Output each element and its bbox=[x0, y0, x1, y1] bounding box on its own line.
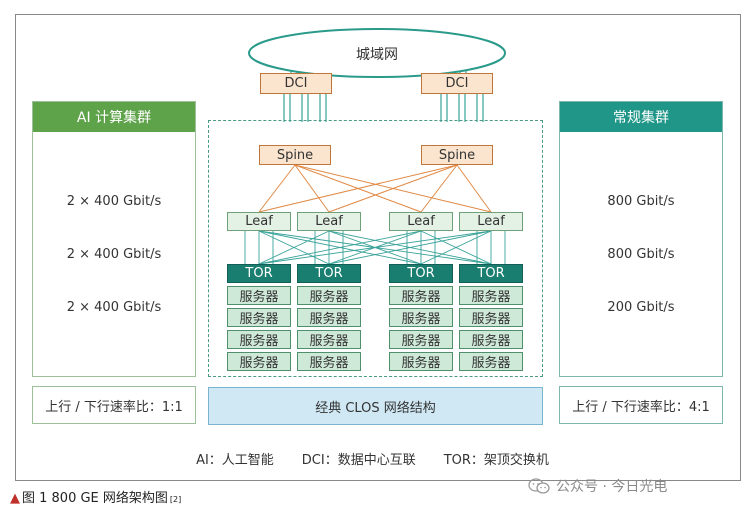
spine-leaf-links bbox=[258, 164, 492, 213]
regular-cluster-ratio: 上行 / 下行速率比：4:1 bbox=[559, 386, 723, 424]
ai-cluster-ratio: 上行 / 下行速率比：1:1 bbox=[32, 386, 196, 424]
regular-cluster-rate-2: 800 Gbit/s bbox=[607, 247, 675, 262]
clos-region bbox=[208, 120, 543, 377]
dci-spine-links bbox=[283, 94, 484, 122]
server-node: 服务器 bbox=[297, 286, 361, 305]
regular-cluster-rate-1: 800 Gbit/s bbox=[607, 194, 675, 209]
spine-node-1: Spine bbox=[259, 145, 331, 165]
watermark: 公众号 · 今日光电 bbox=[528, 476, 667, 496]
server-node: 服务器 bbox=[389, 308, 453, 327]
clos-label: 经典 CLOS 网络结构 bbox=[208, 387, 543, 425]
dci-node-1: DCI bbox=[260, 73, 332, 94]
caption-ref: [2] bbox=[169, 495, 182, 504]
spine-node-2: Spine bbox=[421, 145, 493, 165]
caption-text: 图 1 800 GE 网络架构图 bbox=[22, 491, 168, 506]
leaf-node-2: Leaf bbox=[297, 212, 361, 231]
server-node: 服务器 bbox=[459, 308, 523, 327]
legend: AI：人工智能 DCI：数据中心互联 TOR：架顶交换机 bbox=[0, 449, 745, 468]
ai-cluster-rate-2: 2 × 400 Gbit/s bbox=[66, 247, 162, 262]
regular-cluster-rate-3: 200 Gbit/s bbox=[607, 300, 675, 315]
legend-ai: AI：人工智能 bbox=[196, 453, 274, 468]
leaf-node-3: Leaf bbox=[389, 212, 453, 231]
dci-node-2: DCI bbox=[421, 73, 493, 94]
server-node: 服务器 bbox=[227, 352, 291, 371]
ai-cluster-panel: AI 计算集群 2 × 400 Gbit/s 2 × 400 Gbit/s 2 … bbox=[32, 101, 196, 377]
tor-node-3: TOR bbox=[389, 264, 453, 283]
ai-cluster-title: AI 计算集群 bbox=[33, 102, 195, 132]
ai-cluster-rate-1: 2 × 400 Gbit/s bbox=[66, 194, 162, 209]
server-node: 服务器 bbox=[459, 330, 523, 349]
wan-label: 城域网 bbox=[356, 47, 398, 63]
leaf-tor-links bbox=[244, 230, 506, 265]
wan-cloud bbox=[248, 28, 506, 78]
server-node: 服务器 bbox=[227, 330, 291, 349]
server-node: 服务器 bbox=[227, 308, 291, 327]
leaf-node-1: Leaf bbox=[227, 212, 291, 231]
figure-caption: ▲ 图 1 800 GE 网络架构图 [2] bbox=[10, 487, 181, 506]
caption-marker: ▲ bbox=[10, 491, 20, 506]
server-node: 服务器 bbox=[459, 286, 523, 305]
leaf-node-4: Leaf bbox=[459, 212, 523, 231]
regular-cluster-panel: 常规集群 800 Gbit/s 800 Gbit/s 200 Gbit/s bbox=[559, 101, 723, 377]
regular-cluster-title: 常规集群 bbox=[560, 102, 722, 132]
wechat-icon bbox=[528, 478, 550, 494]
diagram-frame bbox=[15, 14, 741, 481]
server-node: 服务器 bbox=[389, 330, 453, 349]
tor-node-2: TOR bbox=[297, 264, 361, 283]
server-node: 服务器 bbox=[459, 352, 523, 371]
server-node: 服务器 bbox=[297, 352, 361, 371]
server-node: 服务器 bbox=[297, 308, 361, 327]
ai-cluster-rate-3: 2 × 400 Gbit/s bbox=[66, 300, 162, 315]
server-node: 服务器 bbox=[227, 286, 291, 305]
legend-dci: DCI：数据中心互联 bbox=[301, 453, 416, 468]
tor-node-1: TOR bbox=[227, 264, 291, 283]
server-node: 服务器 bbox=[389, 286, 453, 305]
server-node: 服务器 bbox=[389, 352, 453, 371]
tor-node-4: TOR bbox=[459, 264, 523, 283]
server-node: 服务器 bbox=[297, 330, 361, 349]
watermark-text: 公众号 · 今日光电 bbox=[556, 479, 668, 495]
legend-tor: TOR：架顶交换机 bbox=[443, 453, 549, 468]
